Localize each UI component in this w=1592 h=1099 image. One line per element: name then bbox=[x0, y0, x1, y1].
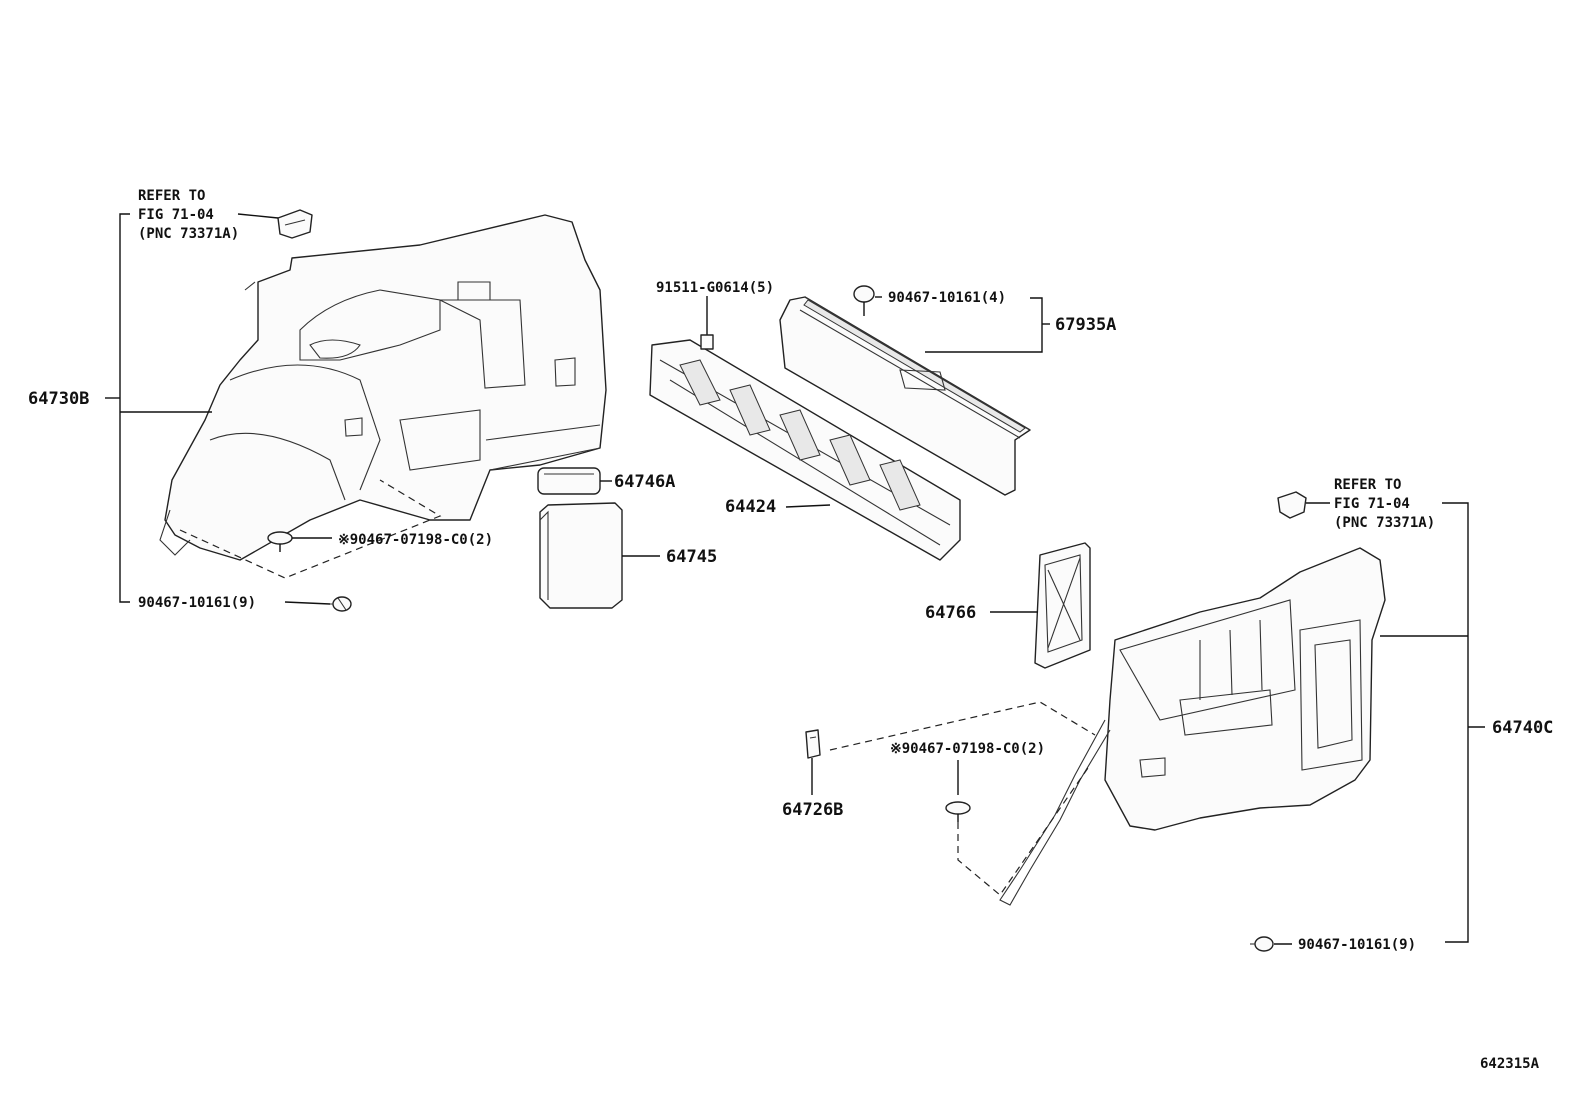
refer-left-line1: REFER TO bbox=[138, 188, 205, 204]
label-64746a: 64746A bbox=[614, 472, 675, 492]
label-64745: 64745 bbox=[666, 547, 717, 567]
left-quarter-trim-panel bbox=[159, 214, 607, 561]
bracket-64726b bbox=[805, 729, 821, 759]
refer-right-line1: REFER TO bbox=[1334, 477, 1401, 493]
right-quarter-trim-panel bbox=[999, 547, 1386, 906]
label-67935a: 67935A bbox=[1055, 315, 1116, 335]
label-64730b: 64730B bbox=[28, 389, 89, 409]
cover-64745 bbox=[539, 502, 623, 609]
refer-right-line2: FIG 71-04 bbox=[1334, 496, 1410, 512]
right-fastener-dash-box-lower bbox=[957, 764, 1091, 896]
label-64424: 64424 bbox=[725, 497, 776, 517]
clip-90467-10161-right bbox=[1250, 936, 1274, 952]
left-fastener-dash-box bbox=[179, 479, 442, 579]
label-90467-10161-top: 90467-10161(4) bbox=[888, 290, 1006, 306]
refer-left-line3: (PNC 73371A) bbox=[138, 226, 239, 242]
panel-64766 bbox=[1034, 542, 1091, 669]
label-90467-07198-left: ※90467-07198-C0(2) bbox=[338, 532, 493, 548]
label-91511-g0614: 91511-G0614(5) bbox=[656, 280, 774, 296]
label-64740c: 64740C bbox=[1492, 718, 1553, 738]
clip-90467-10161-top bbox=[853, 285, 875, 316]
clip-73371a-left bbox=[277, 209, 313, 239]
clip-73371a-right bbox=[1277, 491, 1307, 519]
leader-lines bbox=[105, 213, 1485, 945]
cover-64746a bbox=[537, 467, 601, 495]
clip-90467-07198-right bbox=[945, 801, 971, 822]
refer-left-line2: FIG 71-04 bbox=[138, 207, 214, 223]
label-90467-10161-left: 90467-10161(9) bbox=[138, 595, 256, 611]
deck-board-64424 bbox=[649, 339, 961, 561]
label-64766: 64766 bbox=[925, 603, 976, 623]
screw-91511-g0614 bbox=[700, 300, 714, 350]
label-64726b: 64726B bbox=[782, 800, 843, 820]
scuff-plate-67935a bbox=[779, 296, 1031, 496]
label-90467-10161-right: 90467-10161(9) bbox=[1298, 937, 1416, 953]
label-90467-07198-right: ※90467-07198-C0(2) bbox=[890, 741, 1045, 757]
refer-right-line3: (PNC 73371A) bbox=[1334, 515, 1435, 531]
clip-90467-07198-left bbox=[267, 531, 293, 552]
right-fastener-dash-box bbox=[829, 701, 1096, 751]
figure-id: 642315A bbox=[1480, 1056, 1540, 1072]
